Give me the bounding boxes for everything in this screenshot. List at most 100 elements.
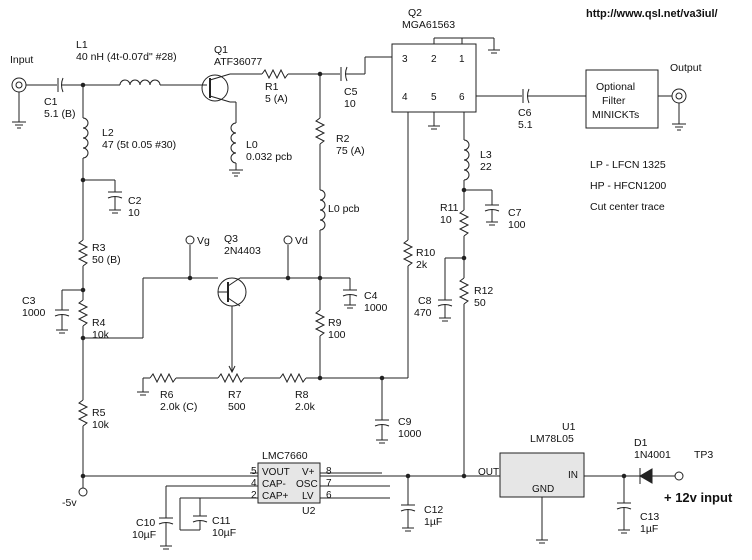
r9-value: 100 — [328, 329, 346, 341]
r6-value: 2.0k (C) — [160, 401, 198, 413]
u2-ref: U2 — [302, 505, 316, 517]
r7-value: 500 — [228, 401, 246, 413]
tp3-label: TP3 — [694, 449, 714, 461]
filter-note-lp: LP - LFCN 1325 — [590, 159, 666, 171]
c6-ref: C6 — [518, 107, 532, 119]
capacitor-c3 — [54, 309, 70, 317]
resistor-r1 — [261, 68, 289, 80]
u1-pin-out: OUT — [478, 467, 500, 478]
d1-ref: D1 — [634, 437, 648, 449]
input-label: Input — [10, 54, 34, 66]
u2-pin-vplus-num: 8 — [326, 466, 332, 477]
r5-value: 10k — [92, 419, 109, 431]
resistor-r12 — [458, 277, 470, 305]
ic-u2 — [257, 462, 321, 504]
r5-ref: R5 — [92, 407, 106, 419]
c2-value: 10 — [128, 207, 140, 219]
r3-value: 50 (B) — [92, 254, 121, 266]
u2-pin-lv-num: 6 — [326, 490, 332, 501]
u1-value: LM78L05 — [530, 433, 574, 445]
filter-note-hp: HP - HFCN1200 — [590, 180, 667, 192]
capacitor-c6 — [522, 88, 530, 104]
resistor-r10 — [402, 239, 414, 267]
source-url: http://www.qsl.net/va3iul/ — [586, 8, 718, 20]
capacitor-c12 — [400, 504, 416, 512]
capacitor-c13 — [616, 502, 632, 510]
u2-pin-vplus-name: V+ — [302, 467, 315, 478]
r11-value: 10 — [440, 214, 452, 226]
c12-value: 1µF — [424, 516, 443, 528]
c10-ref: C10 — [136, 517, 156, 529]
l0a-ref: L0 — [246, 139, 258, 151]
twelve-v-input-label: + 12v input — [664, 490, 733, 505]
ic-u1 — [499, 452, 585, 498]
u1-pin-in: IN — [568, 470, 578, 481]
diode-d1 — [639, 468, 653, 484]
resistor-r4 — [77, 299, 89, 327]
q1-value: ATF36077 — [214, 56, 263, 68]
c7-value: 100 — [508, 219, 526, 231]
u2-pin-capm-name: CAP- — [262, 479, 286, 490]
q2-pin-5: 5 — [431, 92, 437, 103]
resistor-r9 — [314, 309, 326, 337]
optional-filter-box — [585, 69, 659, 129]
l3-value: 22 — [480, 161, 492, 173]
inductor-l0-pcb — [319, 189, 326, 231]
u2-pin-osc-name: OSC — [296, 479, 318, 490]
c8-ref: C8 — [418, 295, 432, 307]
r11-ref: R11 — [440, 202, 459, 214]
c1-value: 5.1 (B) — [44, 108, 76, 120]
resistor-r8 — [279, 372, 307, 384]
c9-value: 1000 — [398, 428, 422, 440]
r7-ref: R7 — [228, 389, 242, 401]
c2-ref: C2 — [128, 195, 142, 207]
c1-ref: C1 — [44, 96, 58, 108]
c11-value: 10µF — [212, 527, 237, 539]
r4-value: 10k — [92, 329, 109, 341]
resistor-r5 — [77, 399, 89, 427]
q2-pin-3: 3 — [402, 54, 408, 65]
resistor-r2 — [314, 117, 326, 145]
c11-ref: C11 — [212, 515, 231, 527]
r3-ref: R3 — [92, 242, 106, 254]
q2-pin-1: 1 — [459, 54, 465, 65]
q1-ref: Q1 — [214, 44, 229, 56]
l2-value: 47 (5t 0.05 #30) — [102, 139, 177, 151]
capacitor-c2 — [107, 191, 123, 199]
u2-pin-capp-num: 2 — [251, 490, 257, 501]
output-label: Output — [670, 62, 702, 74]
filter-note-cut: Cut center trace — [590, 201, 665, 213]
c13-ref: C13 — [640, 511, 660, 523]
capacitor-c9 — [374, 419, 390, 427]
resistor-r6 — [149, 372, 177, 384]
transistor-q1 — [201, 73, 231, 103]
r6-ref: R6 — [160, 389, 174, 401]
u1-ref: U1 — [562, 421, 576, 433]
u2-pin-lv-name: LV — [302, 491, 314, 502]
u1-pin-gnd: GND — [532, 484, 555, 495]
q2-pin-2: 2 — [431, 54, 437, 65]
u2-name: LMC7660 — [262, 450, 308, 462]
r10-ref: R10 — [416, 247, 436, 259]
inductor-l1 — [119, 79, 161, 86]
l1-ref: L1 — [76, 39, 88, 51]
r1-value: 5 (A) — [265, 93, 288, 105]
capacitor-c10 — [158, 517, 174, 525]
minus5v-label: -5v — [62, 497, 77, 509]
q2-pin-6: 6 — [459, 92, 465, 103]
r9-ref: R9 — [328, 317, 342, 329]
output-connector — [671, 88, 687, 104]
r12-value: 50 — [474, 297, 486, 309]
l1-value: 40 nH (4t-0.07d" #28) — [76, 51, 177, 63]
vg-label: Vg — [197, 235, 210, 247]
filter-line1: Optional — [596, 81, 636, 93]
q2-value: MGA61563 — [402, 19, 456, 31]
l3-ref: L3 — [480, 149, 492, 161]
resistor-r3 — [77, 239, 89, 267]
vd-label: Vd — [295, 235, 308, 247]
c3-value: 1000 — [22, 307, 46, 319]
inductor-l0-source — [230, 122, 237, 164]
capacitor-c7 — [484, 204, 500, 212]
q3-ref: Q3 — [224, 233, 239, 245]
